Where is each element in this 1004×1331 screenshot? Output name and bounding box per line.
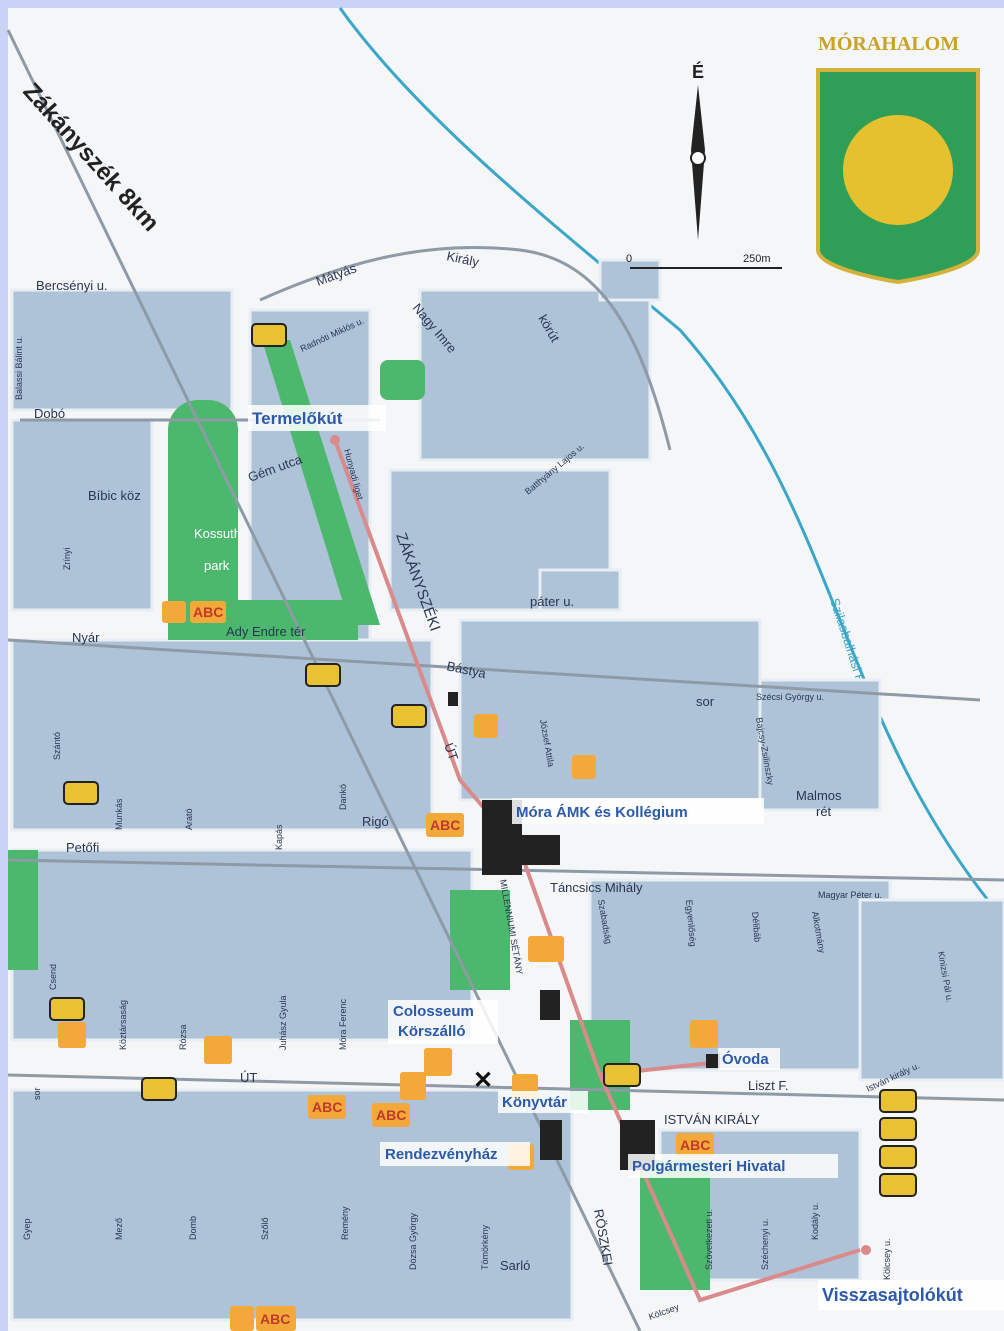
street-egyenloseg: Egyenlőség (684, 899, 698, 947)
poi-x-marker: ✕ (473, 1067, 493, 1094)
street-munkas: Munkás (114, 798, 124, 830)
street-sor-2: sor (32, 1087, 42, 1100)
abc-label-1: ABC (193, 604, 223, 620)
north-arrow: É (690, 61, 706, 240)
poi-termelokut: Termelőkút (252, 409, 343, 428)
street-szechenyi: Széchenyi u. (760, 1218, 770, 1270)
street-mezo: Mező (114, 1218, 124, 1240)
scale-start: 0 (626, 253, 632, 265)
street-tancsics: Táncsics Mihály (550, 880, 643, 895)
street-tomorkeny: Tömörkény (480, 1224, 490, 1270)
street-ady: Ady Endre tér (226, 624, 306, 639)
route-start-marker (330, 435, 340, 445)
street-magyar-peter: Magyar Péter u. (818, 890, 882, 900)
street-szovetkezeti: Szövetkezeti u. (704, 1209, 714, 1270)
canal-line (338, 7, 1004, 921)
street-malmos: Malmos (796, 788, 842, 803)
poi-ovoda: Óvoda (722, 1050, 769, 1068)
street-szanto: Szántó (52, 732, 62, 760)
poi-polgarmesteri: Polgármesteri Hivatal (632, 1158, 785, 1175)
street-danko: Dankó (338, 784, 348, 810)
street-balassi: Balassi Bálint u. (14, 336, 24, 400)
street-koztarsasag: Köztársaság (118, 1000, 128, 1050)
abc-label-5: ABC (680, 1137, 710, 1153)
route-end-marker (861, 1245, 871, 1255)
poi-rendezvenyhaz: Rendezvényház (385, 1146, 498, 1163)
poi-labels: Termelőkút Móra ÁMK és Kollégium Colosse… (248, 405, 1004, 1310)
street-liszt: Liszt F. (748, 1078, 788, 1093)
abc-label-3: ABC (312, 1099, 342, 1115)
street-kapas: Kapás (274, 824, 284, 850)
street-dozsa: Dózsa György (408, 1212, 418, 1270)
street-istvan-kiraly: ISTVÁN KIRÁLY (664, 1112, 760, 1127)
street-szecsi: Szécsi György u. (756, 692, 824, 702)
poi-mora-amk: Móra ÁMK és Kollégium (516, 804, 688, 821)
street-kossuth1: Kossuth (194, 526, 241, 541)
street-remeny: Remény (340, 1206, 350, 1240)
street-rozsa: Rózsa (178, 1024, 188, 1050)
street-mora-ferenc: Móra Ferenc (338, 998, 348, 1050)
street-kossuth2: park (204, 558, 230, 573)
abc-label-4: ABC (376, 1107, 406, 1123)
street-ret: rét (816, 804, 832, 819)
poi-colosseum-1: Colosseum (393, 1003, 474, 1020)
street-kolcsey: Kölcsey u. (882, 1238, 892, 1280)
street-ut-1: ÚT (441, 741, 461, 762)
street-sor: sor (696, 694, 715, 709)
street-kodaly: Kodály u. (810, 1202, 820, 1240)
abc-markers: ABC ABC ABC ABC ABC ABC (190, 601, 714, 1331)
street-arato: Arató (184, 808, 194, 830)
bus-stop-icons (49, 323, 917, 1197)
street-petofi: Petőfi (66, 840, 99, 855)
street-nyar: Nyár (72, 630, 100, 645)
street-bercsenyi: Bercsényi u. (36, 278, 108, 293)
scale-end: 250m (743, 253, 771, 265)
poi-visszasajtolokut: Visszasajtolókút (822, 1285, 963, 1305)
street-rigo: Rigó (362, 814, 389, 829)
town-name: MÓRAHALOM (818, 31, 959, 55)
poi-colosseum-2: Körszálló (398, 1023, 466, 1040)
street-zrinyi: Zrínyi (62, 547, 72, 570)
street-dobo: Dobó (34, 406, 65, 421)
abc-label-2: ABC (430, 817, 460, 833)
street-pater: páter u. (530, 594, 574, 609)
street-bibic: Bíbic köz (88, 488, 141, 503)
street-ut-2: ÚT (240, 1070, 257, 1085)
north-label: É (692, 61, 704, 82)
coat-of-arms: MÓRAHALOM (816, 31, 980, 285)
scale-bar: 0 250m (626, 253, 782, 269)
street-delibab: Délibáb (750, 911, 763, 942)
street-kiraly: Király (445, 248, 480, 270)
street-csend: Csend (48, 964, 58, 990)
street-domb: Domb (188, 1216, 198, 1240)
street-szolo: Szőlő (260, 1217, 270, 1240)
street-gyep: Gyep (22, 1218, 32, 1240)
street-juhasz: Juhász Gyula (278, 995, 288, 1050)
street-sarlo: Sarló (500, 1258, 530, 1273)
abc-label-6: ABC (260, 1311, 290, 1327)
poi-konyvtar: Könyvtár (502, 1094, 567, 1111)
